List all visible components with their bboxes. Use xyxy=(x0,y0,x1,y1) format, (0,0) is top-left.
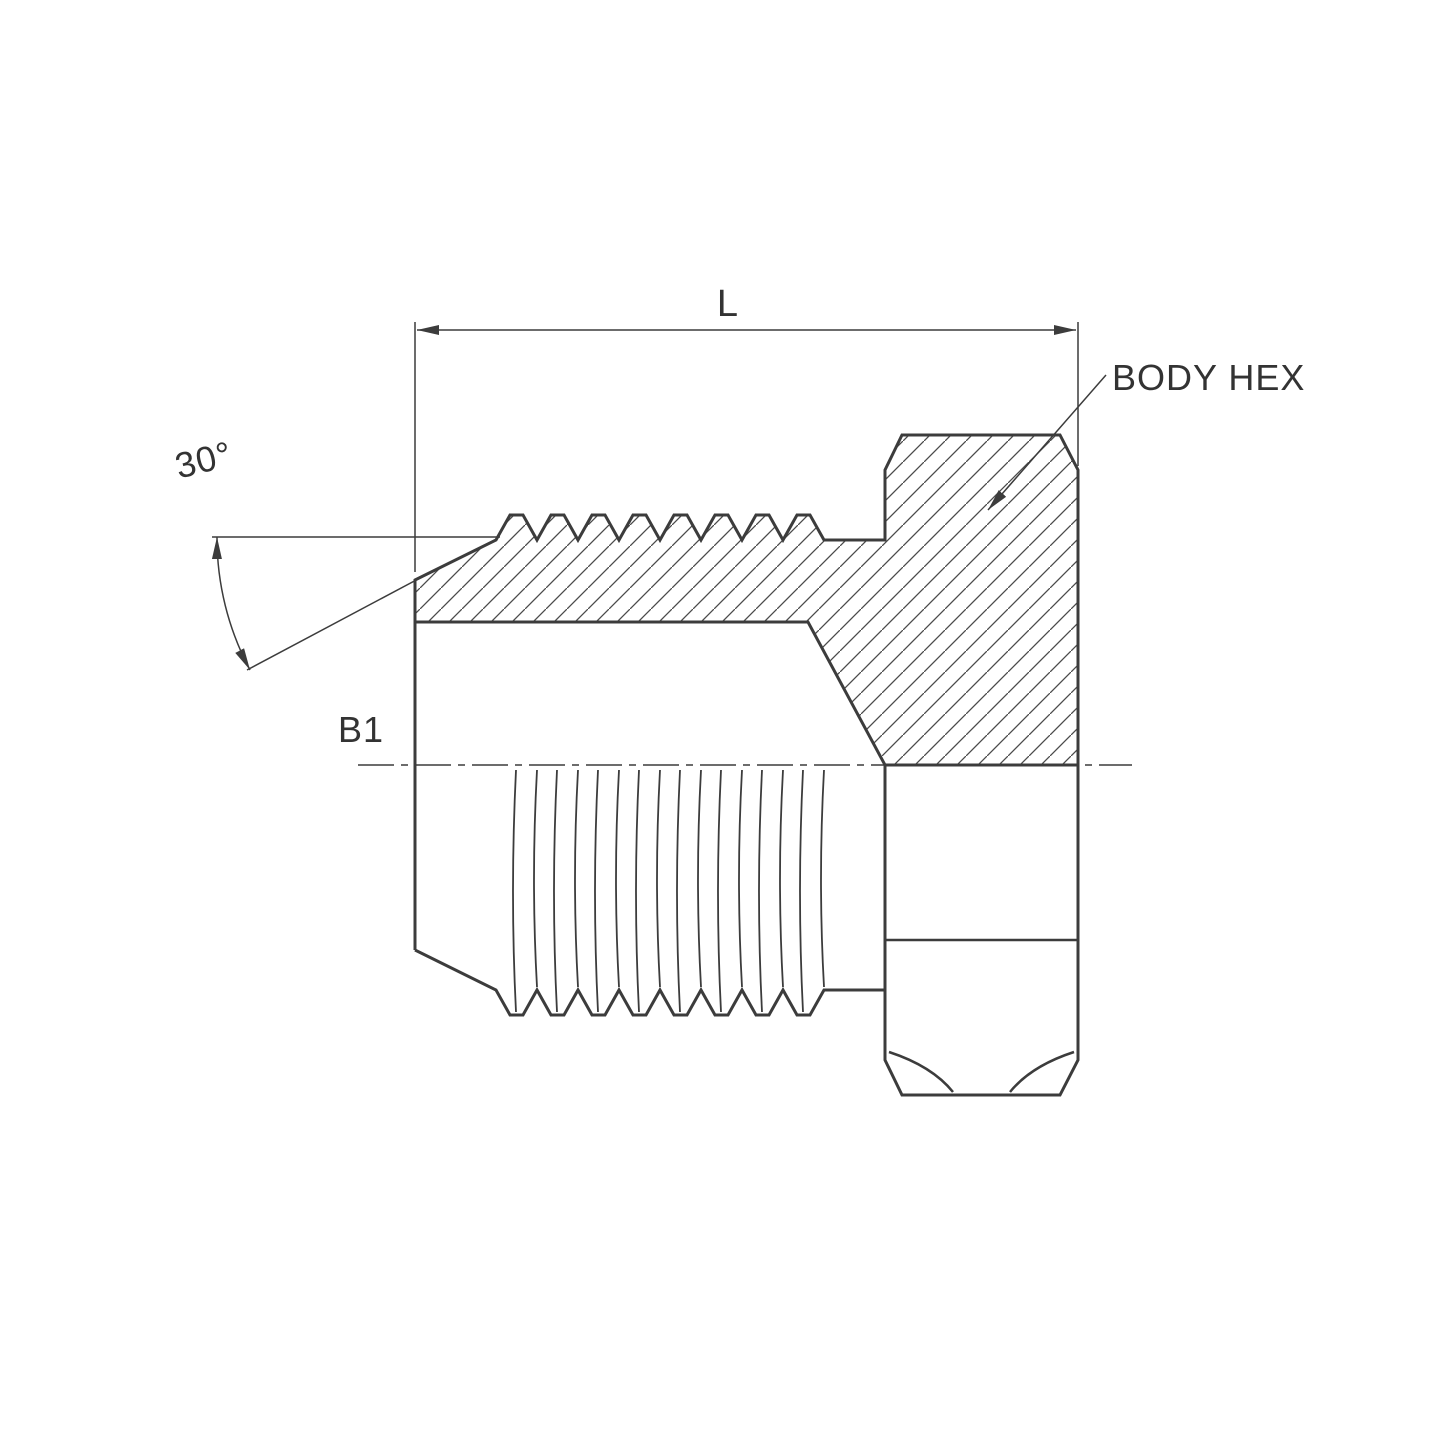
angle-dimension-arc xyxy=(211,536,251,671)
dimension-L: L xyxy=(414,283,1079,572)
port-size-annotation: B1 xyxy=(338,709,384,750)
hex-chamfer-arc-left xyxy=(888,1050,954,1093)
hex-lower-outline xyxy=(883,765,1080,1097)
angle-label: 30° xyxy=(171,433,237,487)
thread-helix-root-lines xyxy=(533,769,825,988)
dim-L-label: L xyxy=(717,283,739,325)
lower-external-view xyxy=(413,580,1080,1097)
section-hatched-body xyxy=(413,433,1080,767)
hex-chamfer-arc-right xyxy=(1009,1050,1075,1093)
upper-cross-section xyxy=(413,433,1080,767)
body-hex-leader-line xyxy=(987,374,1107,511)
body-hex-callout: BODY HEX xyxy=(987,357,1305,511)
external-thread-outline xyxy=(414,948,885,1017)
port-label-b1: B1 xyxy=(338,709,384,750)
angle-reference-chamfer-extension xyxy=(246,577,421,671)
thread-helix-crest-lines xyxy=(512,769,804,1013)
chamfer-angle-annotation: 30° xyxy=(171,433,500,671)
body-hex-label: BODY HEX xyxy=(1112,357,1305,398)
